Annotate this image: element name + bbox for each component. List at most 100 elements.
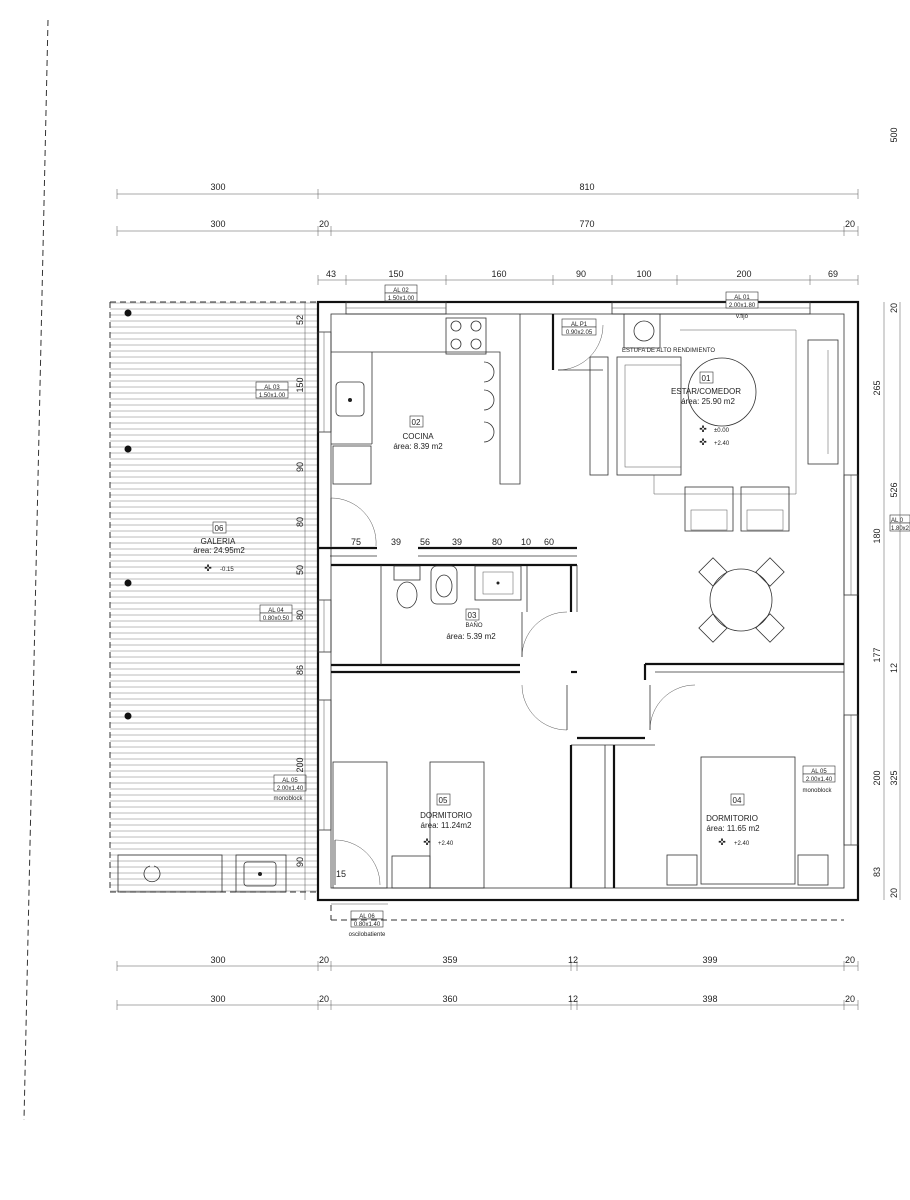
svg-text:200: 200: [872, 770, 882, 785]
svg-text:12: 12: [568, 955, 578, 965]
interior-walls: [318, 314, 844, 888]
dim-label: 200: [736, 269, 751, 279]
svg-text:39: 39: [391, 537, 401, 547]
bath-fixtures: [393, 565, 528, 612]
svg-text:1.50x1.00: 1.50x1.00: [259, 393, 286, 399]
svg-text:50: 50: [295, 565, 305, 575]
svg-text:0.90x2.05: 0.90x2.05: [566, 330, 593, 336]
svg-text:AL 05: AL 05: [282, 778, 298, 784]
svg-text:56: 56: [420, 537, 430, 547]
exterior-walls: [316, 300, 860, 902]
svg-text:80: 80: [295, 610, 305, 620]
svg-text:AL P1: AL P1: [571, 322, 588, 328]
opening-tag-al02: AL 02 1.50x1.00: [384, 284, 418, 302]
dim-label: 69: [828, 269, 838, 279]
kitchen-fixtures: [331, 314, 521, 485]
level-value: +2.40: [714, 441, 730, 447]
svg-text:75: 75: [351, 537, 361, 547]
svg-text:500: 500: [889, 127, 899, 142]
room-code: 02: [412, 418, 421, 427]
opening-tag-al06: AL 06 0.80x1.40 oscilobatiente: [349, 910, 386, 938]
dim-label: 160: [491, 269, 506, 279]
room-name: BAÑO: [465, 622, 482, 629]
opening-tag-al05-right: AL 05 2.00x1.40 monoblock: [802, 765, 836, 794]
dim-label: 20: [845, 219, 855, 229]
svg-text:300: 300: [210, 994, 225, 1004]
room-name: ESTAR/COMEDOR: [671, 387, 741, 396]
svg-text:1.80x2: 1.80x2: [891, 526, 910, 532]
svg-text:90: 90: [295, 857, 305, 867]
level-marker-icon: ✜: [718, 837, 726, 847]
svg-text:0.80x0.50: 0.80x0.50: [263, 616, 290, 622]
dim-label: 770: [579, 219, 594, 229]
svg-text:v.fijo: v.fijo: [736, 314, 749, 320]
svg-text:90: 90: [295, 462, 305, 472]
svg-text:AL 05: AL 05: [811, 769, 827, 775]
dimension-top-3: 43 150 160 90 100 200 69: [317, 269, 859, 285]
dim-label: 43: [326, 269, 336, 279]
svg-text:12: 12: [889, 663, 899, 673]
dimension-right: 500 20 265 526 180 12 177 325 200 83 20: [872, 127, 901, 900]
svg-text:359: 359: [442, 955, 457, 965]
svg-text:325: 325: [889, 770, 899, 785]
room-code: 05: [439, 796, 448, 805]
svg-text:300: 300: [210, 955, 225, 965]
svg-text:177: 177: [872, 647, 882, 662]
dimension-top-1: 300 810: [116, 182, 859, 199]
galeria-fixtures: [117, 854, 287, 893]
svg-text:360: 360: [442, 994, 457, 1004]
room-label-dorm04: 04 DORMITORIO área: 11.65 m2 ✜ +2.40: [706, 793, 760, 847]
dimension-bottom-1: 300 20 359 12 399 20: [116, 955, 859, 971]
svg-text:80: 80: [295, 517, 305, 527]
dim-label: 90: [576, 269, 586, 279]
room-area: área: 24.95m2: [193, 546, 245, 555]
dimension-inner: 75 39 56 39 80 10 60: [351, 537, 554, 547]
svg-text:200: 200: [295, 757, 305, 772]
dim-label: 20: [319, 219, 329, 229]
svg-text:1.50x1.00: 1.50x1.00: [388, 296, 415, 302]
dim-label: 150: [388, 269, 403, 279]
svg-text:15: 15: [336, 869, 346, 879]
page-margin-line: [23, 19, 49, 1121]
level-marker-icon: ✜: [699, 437, 707, 447]
room-area: área: 5.39 m2: [446, 632, 496, 641]
svg-text:39: 39: [452, 537, 462, 547]
dim-label: 300: [210, 219, 225, 229]
level-value: +2.40: [438, 841, 454, 847]
svg-text:52: 52: [295, 315, 305, 325]
bedroom-05-fixtures: [332, 761, 485, 889]
room-label-dorm05: 05 DORMITORIO área: 11.24m2 ✜ +2.40: [420, 793, 472, 847]
level-value: ±0.00: [714, 428, 730, 434]
galeria-deck: [109, 301, 318, 893]
room-name: COCINA: [402, 432, 434, 441]
bedroom-04-fixtures: [666, 756, 829, 886]
svg-text:80: 80: [492, 537, 502, 547]
dimension-top-2: 300 20 770 20: [116, 219, 859, 236]
level-marker-icon: ✜: [699, 424, 707, 434]
svg-text:20: 20: [889, 888, 899, 898]
room-name: GALERIA: [201, 537, 236, 546]
svg-text:2.00x1.40: 2.00x1.40: [806, 777, 833, 783]
room-label-estar: 01 ESTAR/COMEDOR área: 25.90 m2 ✜ ±0.00 …: [671, 371, 741, 447]
svg-text:60: 60: [544, 537, 554, 547]
svg-text:20: 20: [889, 303, 899, 313]
svg-text:ESTUFA DE ALTO RENDIMIENTO: ESTUFA DE ALTO RENDIMIENTO: [622, 348, 715, 354]
dim-label: 100: [636, 269, 651, 279]
svg-text:AL 02: AL 02: [393, 288, 409, 294]
room-area: área: 8.39 m2: [393, 442, 443, 451]
svg-text:AL 06: AL 06: [359, 914, 375, 920]
svg-text:monoblock: monoblock: [802, 788, 832, 794]
level-value: +2.40: [734, 841, 750, 847]
living-fixtures: [589, 313, 839, 643]
room-code: 03: [468, 611, 477, 620]
svg-text:0.80x1.40: 0.80x1.40: [354, 922, 381, 928]
opening-tag-al03: AL 03 1.50x1.00: [255, 381, 289, 399]
svg-text:2.00x1.40: 2.00x1.40: [277, 786, 304, 792]
room-code: 06: [215, 524, 224, 533]
svg-text:monoblock: monoblock: [273, 796, 303, 802]
svg-text:150: 150: [295, 377, 305, 392]
svg-text:398: 398: [702, 994, 717, 1004]
room-label-galeria: 06 GALERIA área: 24.95m2 ✜ -0.15: [193, 521, 245, 573]
svg-text:oscilobatiente: oscilobatiente: [349, 932, 386, 938]
